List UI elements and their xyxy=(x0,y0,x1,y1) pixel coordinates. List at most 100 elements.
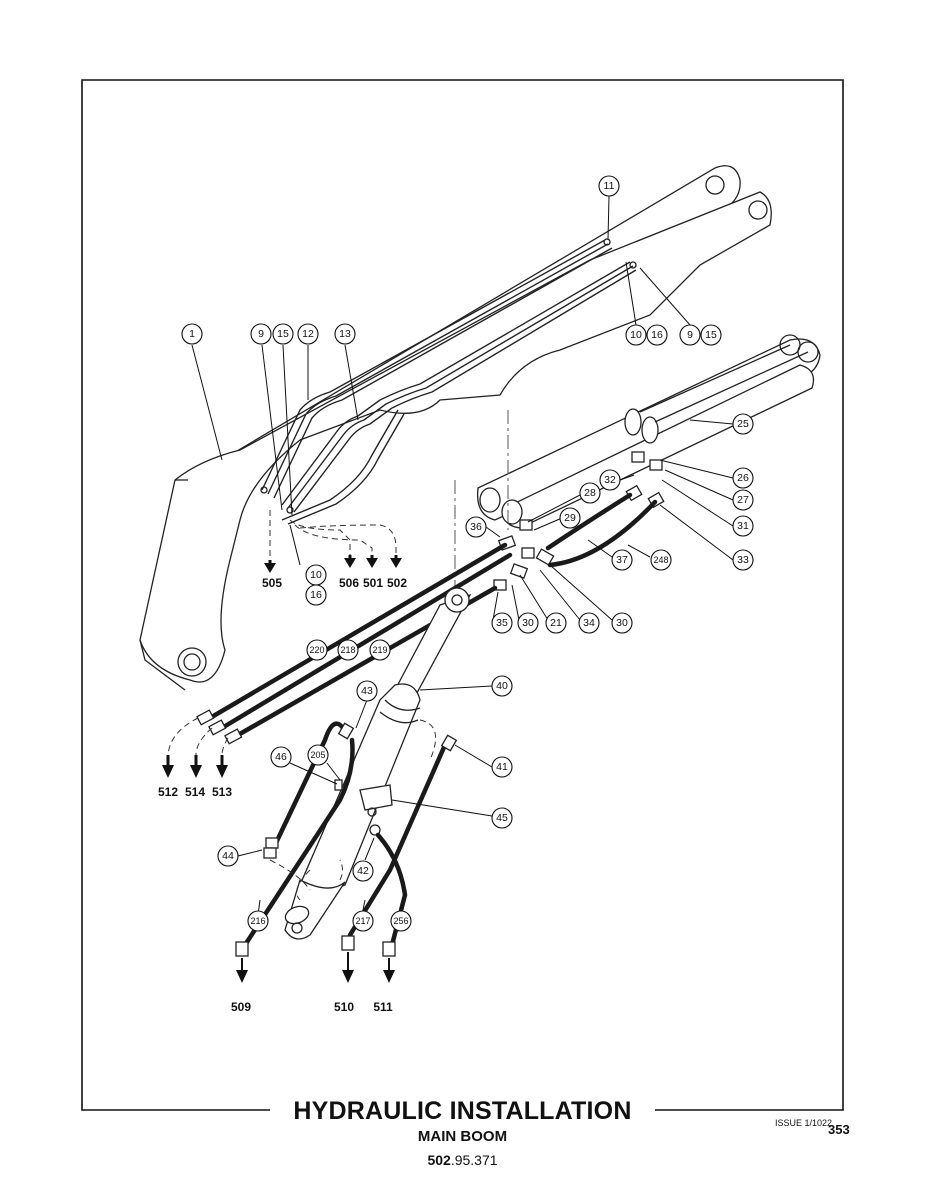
svg-text:217: 217 xyxy=(355,916,370,926)
callout-bubbles: 1 9 15 12 13 11 10 16 9 15 25 26 27 31 3… xyxy=(181,175,754,932)
ref-505: 505 xyxy=(262,576,282,590)
svg-text:10: 10 xyxy=(630,329,642,341)
main-boom xyxy=(139,165,772,691)
callout-256: 256 xyxy=(390,910,412,932)
callout-31: 31 xyxy=(732,515,754,537)
drawing-subtitle: MAIN BOOM xyxy=(417,1128,508,1145)
reference-labels: 505 506 501 502 512 514 513 509 510 511 xyxy=(158,576,407,1014)
leader-lines xyxy=(191,195,734,916)
callout-216: 216 xyxy=(247,910,269,932)
ref-510: 510 xyxy=(334,1000,354,1014)
svg-text:15: 15 xyxy=(277,328,289,340)
callout-36: 36 xyxy=(465,516,487,538)
callout-219: 219 xyxy=(369,639,391,661)
callout-15b: 15 xyxy=(700,324,722,346)
callout-13: 13 xyxy=(334,323,356,345)
steel-tubes xyxy=(260,238,637,525)
lower-hoses xyxy=(235,721,355,957)
callout-10: 10 xyxy=(625,324,647,346)
svg-text:220: 220 xyxy=(309,645,324,655)
callout-1: 1 xyxy=(181,323,203,345)
svg-text:30: 30 xyxy=(616,617,628,629)
svg-text:34: 34 xyxy=(583,617,595,629)
callout-32: 32 xyxy=(599,469,621,491)
callout-26: 26 xyxy=(732,467,754,489)
svg-text:21: 21 xyxy=(550,617,562,629)
ref-506: 506 xyxy=(339,576,359,590)
callout-30: 30 xyxy=(611,612,633,634)
ref-509: 509 xyxy=(231,1000,251,1014)
callout-25: 25 xyxy=(732,413,754,435)
svg-text:219: 219 xyxy=(372,645,387,655)
svg-text:27: 27 xyxy=(737,494,749,506)
callout-40: 40 xyxy=(491,675,513,697)
callout-44: 44 xyxy=(217,845,239,867)
svg-text:43: 43 xyxy=(361,685,373,697)
svg-text:37: 37 xyxy=(616,554,628,566)
svg-text:16: 16 xyxy=(310,589,322,601)
svg-text:30: 30 xyxy=(522,617,534,629)
callout-46: 46 xyxy=(270,746,292,768)
svg-text:25: 25 xyxy=(737,418,749,430)
svg-text:218: 218 xyxy=(340,645,355,655)
callout-16b: 16 xyxy=(305,584,327,606)
drawing-title: HYDRAULIC INSTALLATION xyxy=(0,1097,925,1126)
callout-45: 45 xyxy=(491,807,513,829)
svg-text:205: 205 xyxy=(310,750,325,760)
callout-15: 15 xyxy=(272,323,294,345)
page-number: 353 xyxy=(828,1122,850,1137)
callout-220: 220 xyxy=(306,639,328,661)
svg-text:9: 9 xyxy=(687,329,693,341)
callout-21: 21 xyxy=(545,612,567,634)
callout-248: 248 xyxy=(650,549,672,571)
svg-text:11: 11 xyxy=(604,180,615,192)
svg-text:256: 256 xyxy=(393,916,408,926)
ref-512: 512 xyxy=(158,785,178,799)
svg-text:13: 13 xyxy=(339,328,351,340)
reference-arrows xyxy=(162,555,402,983)
svg-text:15: 15 xyxy=(705,329,717,341)
svg-text:248: 248 xyxy=(653,555,668,565)
callout-217: 217 xyxy=(352,910,374,932)
callout-11: 11 xyxy=(598,175,620,197)
svg-text:26: 26 xyxy=(737,472,749,484)
drawing-frame xyxy=(81,79,844,1111)
svg-text:16: 16 xyxy=(651,329,663,341)
svg-text:12: 12 xyxy=(302,328,314,340)
svg-text:32: 32 xyxy=(604,474,616,486)
callout-30b: 30 xyxy=(517,612,539,634)
ref-511: 511 xyxy=(373,1000,393,1014)
ref-514: 514 xyxy=(185,785,205,799)
ref-513: 513 xyxy=(212,785,232,799)
svg-text:216: 216 xyxy=(250,916,265,926)
callout-10b: 10 xyxy=(305,564,327,586)
ref-502: 502 xyxy=(387,576,407,590)
callout-27: 27 xyxy=(732,489,754,511)
ref-501: 501 xyxy=(363,576,383,590)
svg-text:40: 40 xyxy=(496,680,508,692)
svg-text:1: 1 xyxy=(189,328,195,340)
callout-9: 9 xyxy=(250,323,272,345)
svg-text:29: 29 xyxy=(564,512,576,524)
callout-34: 34 xyxy=(578,612,600,634)
callout-35: 35 xyxy=(491,612,513,634)
callout-37: 37 xyxy=(611,549,633,571)
svg-text:10: 10 xyxy=(310,569,322,581)
callout-9b: 9 xyxy=(679,324,701,346)
callout-205: 205 xyxy=(307,744,329,766)
callout-29: 29 xyxy=(559,507,581,529)
svg-text:31: 31 xyxy=(737,520,749,532)
callout-41: 41 xyxy=(491,756,513,778)
arm-cylinder xyxy=(284,587,472,940)
svg-text:42: 42 xyxy=(357,865,369,877)
svg-text:33: 33 xyxy=(737,554,749,566)
callout-28: 28 xyxy=(579,482,601,504)
part-number: 502.95.371 xyxy=(427,1152,498,1168)
svg-text:46: 46 xyxy=(275,751,287,763)
svg-text:45: 45 xyxy=(496,812,508,824)
svg-text:44: 44 xyxy=(222,850,234,862)
callout-42: 42 xyxy=(352,860,374,882)
callout-43: 43 xyxy=(356,680,378,702)
svg-text:36: 36 xyxy=(470,521,482,533)
